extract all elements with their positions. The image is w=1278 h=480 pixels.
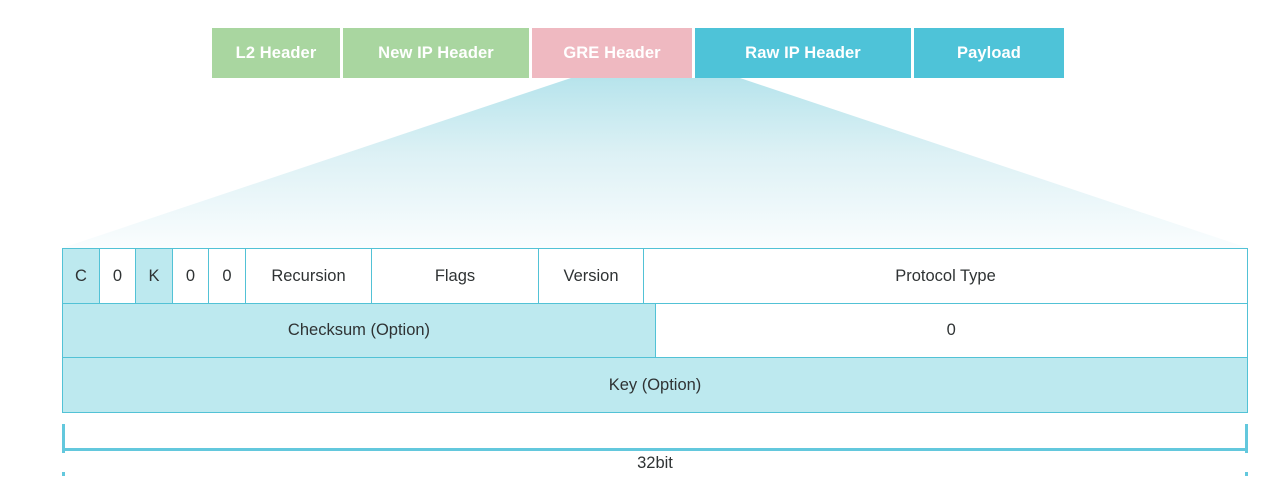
bit-cell-label: C <box>75 266 87 285</box>
bit-cell-label: 0 <box>222 266 232 285</box>
bit-cell-c: C <box>62 248 100 304</box>
packet-block-label: New IP Header <box>378 43 494 62</box>
packet-block-label: Raw IP Header <box>745 43 861 62</box>
scale-line <box>62 448 1248 451</box>
field-label: Protocol Type <box>895 266 996 285</box>
expansion-funnel <box>62 78 1248 248</box>
bit-cell-label: K <box>148 266 160 285</box>
gre-header-format-table: C 0 K 0 0 Recursion Flags Version <box>62 248 1248 413</box>
packet-block-l2-header: L2 Header <box>212 28 340 78</box>
field-checksum-option: Checksum (Option) <box>62 302 656 359</box>
field-reserved-zero: 0 <box>654 302 1248 359</box>
field-label: 0 <box>946 321 956 340</box>
field-label: Key (Option) <box>608 375 702 394</box>
bit-cell-label: 0 <box>185 266 196 285</box>
packet-block-gre-header: GRE Header <box>532 28 692 78</box>
packet-block-label: L2 Header <box>235 43 317 62</box>
bit-cell-0-b: 0 <box>171 248 210 304</box>
scale-tick-left <box>62 424 65 476</box>
bit-width-scale: 32bit <box>62 424 1248 476</box>
field-protocol-type: Protocol Type <box>643 248 1248 304</box>
bit-cell-k: K <box>135 248 173 304</box>
field-label: Recursion <box>271 266 346 285</box>
bit-cell-0-a: 0 <box>98 248 137 304</box>
packet-block-label: Payload <box>957 43 1021 62</box>
scale-tick-right <box>1245 424 1248 476</box>
bit-cell-label: 0 <box>112 266 123 285</box>
field-key-option: Key (Option) <box>62 357 1248 413</box>
field-flags: Flags <box>371 248 539 304</box>
field-recursion: Recursion <box>244 248 373 304</box>
packet-block-payload: Payload <box>914 28 1064 78</box>
field-label: Flags <box>434 266 476 285</box>
table-row: C 0 K 0 0 Recursion Flags Version <box>62 248 1248 304</box>
packet-encapsulation-band: L2 Header New IP Header GRE Header Raw I… <box>212 28 1064 78</box>
field-label: Version <box>563 266 619 285</box>
packet-block-label: GRE Header <box>563 43 661 62</box>
field-label: Checksum (Option) <box>287 321 431 340</box>
packet-block-raw-ip-header: Raw IP Header <box>695 28 911 78</box>
table-row: Checksum (Option) 0 <box>62 302 1248 359</box>
scale-label: 32bit <box>62 453 1248 472</box>
table-row: Key (Option) <box>62 357 1248 413</box>
field-version: Version <box>537 248 645 304</box>
packet-block-new-ip-header: New IP Header <box>343 28 529 78</box>
bit-cell-0-c: 0 <box>208 248 246 304</box>
